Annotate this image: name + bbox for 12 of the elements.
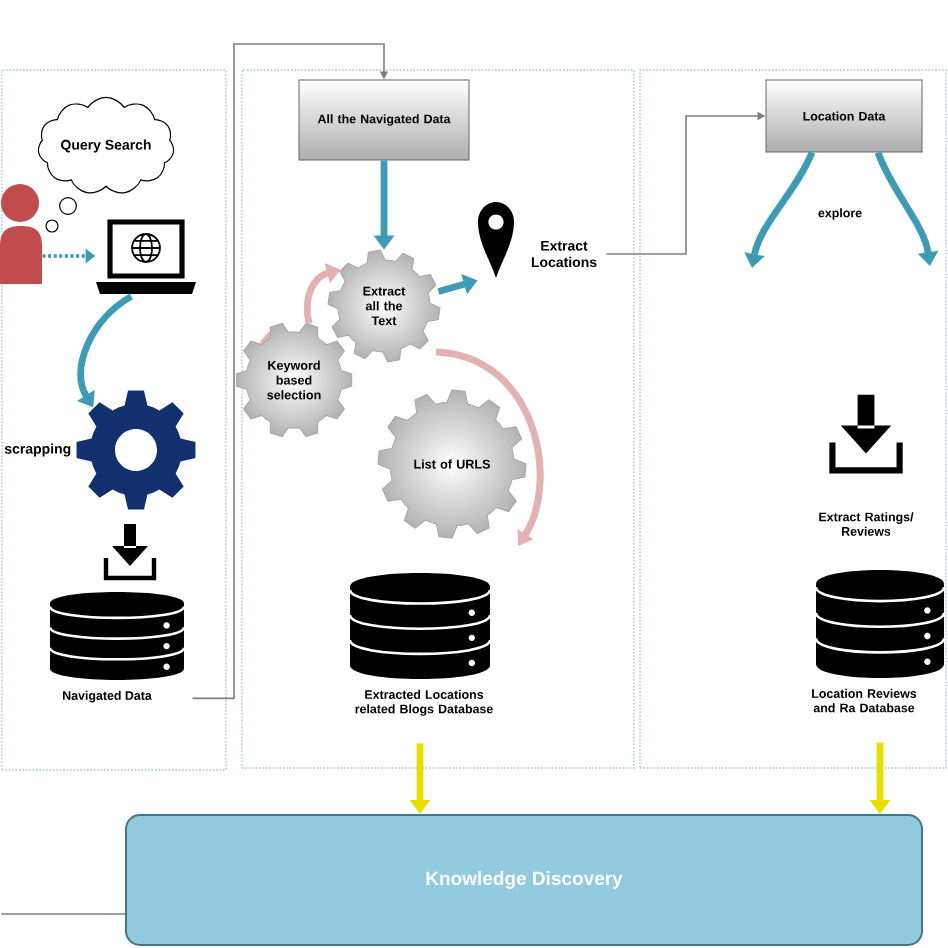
panel-frame (639, 69, 947, 769)
arrow (191, 43, 389, 700)
rounded-box: Knowledge Discovery (125, 814, 923, 946)
database-icon (348, 573, 492, 679)
panel-frame (1, 69, 227, 771)
database-icon (48, 592, 186, 680)
connector-line (0, 913, 126, 915)
location-pin-icon (478, 202, 514, 278)
person-icon (0, 184, 42, 284)
panel-frame (241, 69, 635, 769)
gear-icon (76, 390, 196, 510)
database-icon (814, 570, 946, 678)
